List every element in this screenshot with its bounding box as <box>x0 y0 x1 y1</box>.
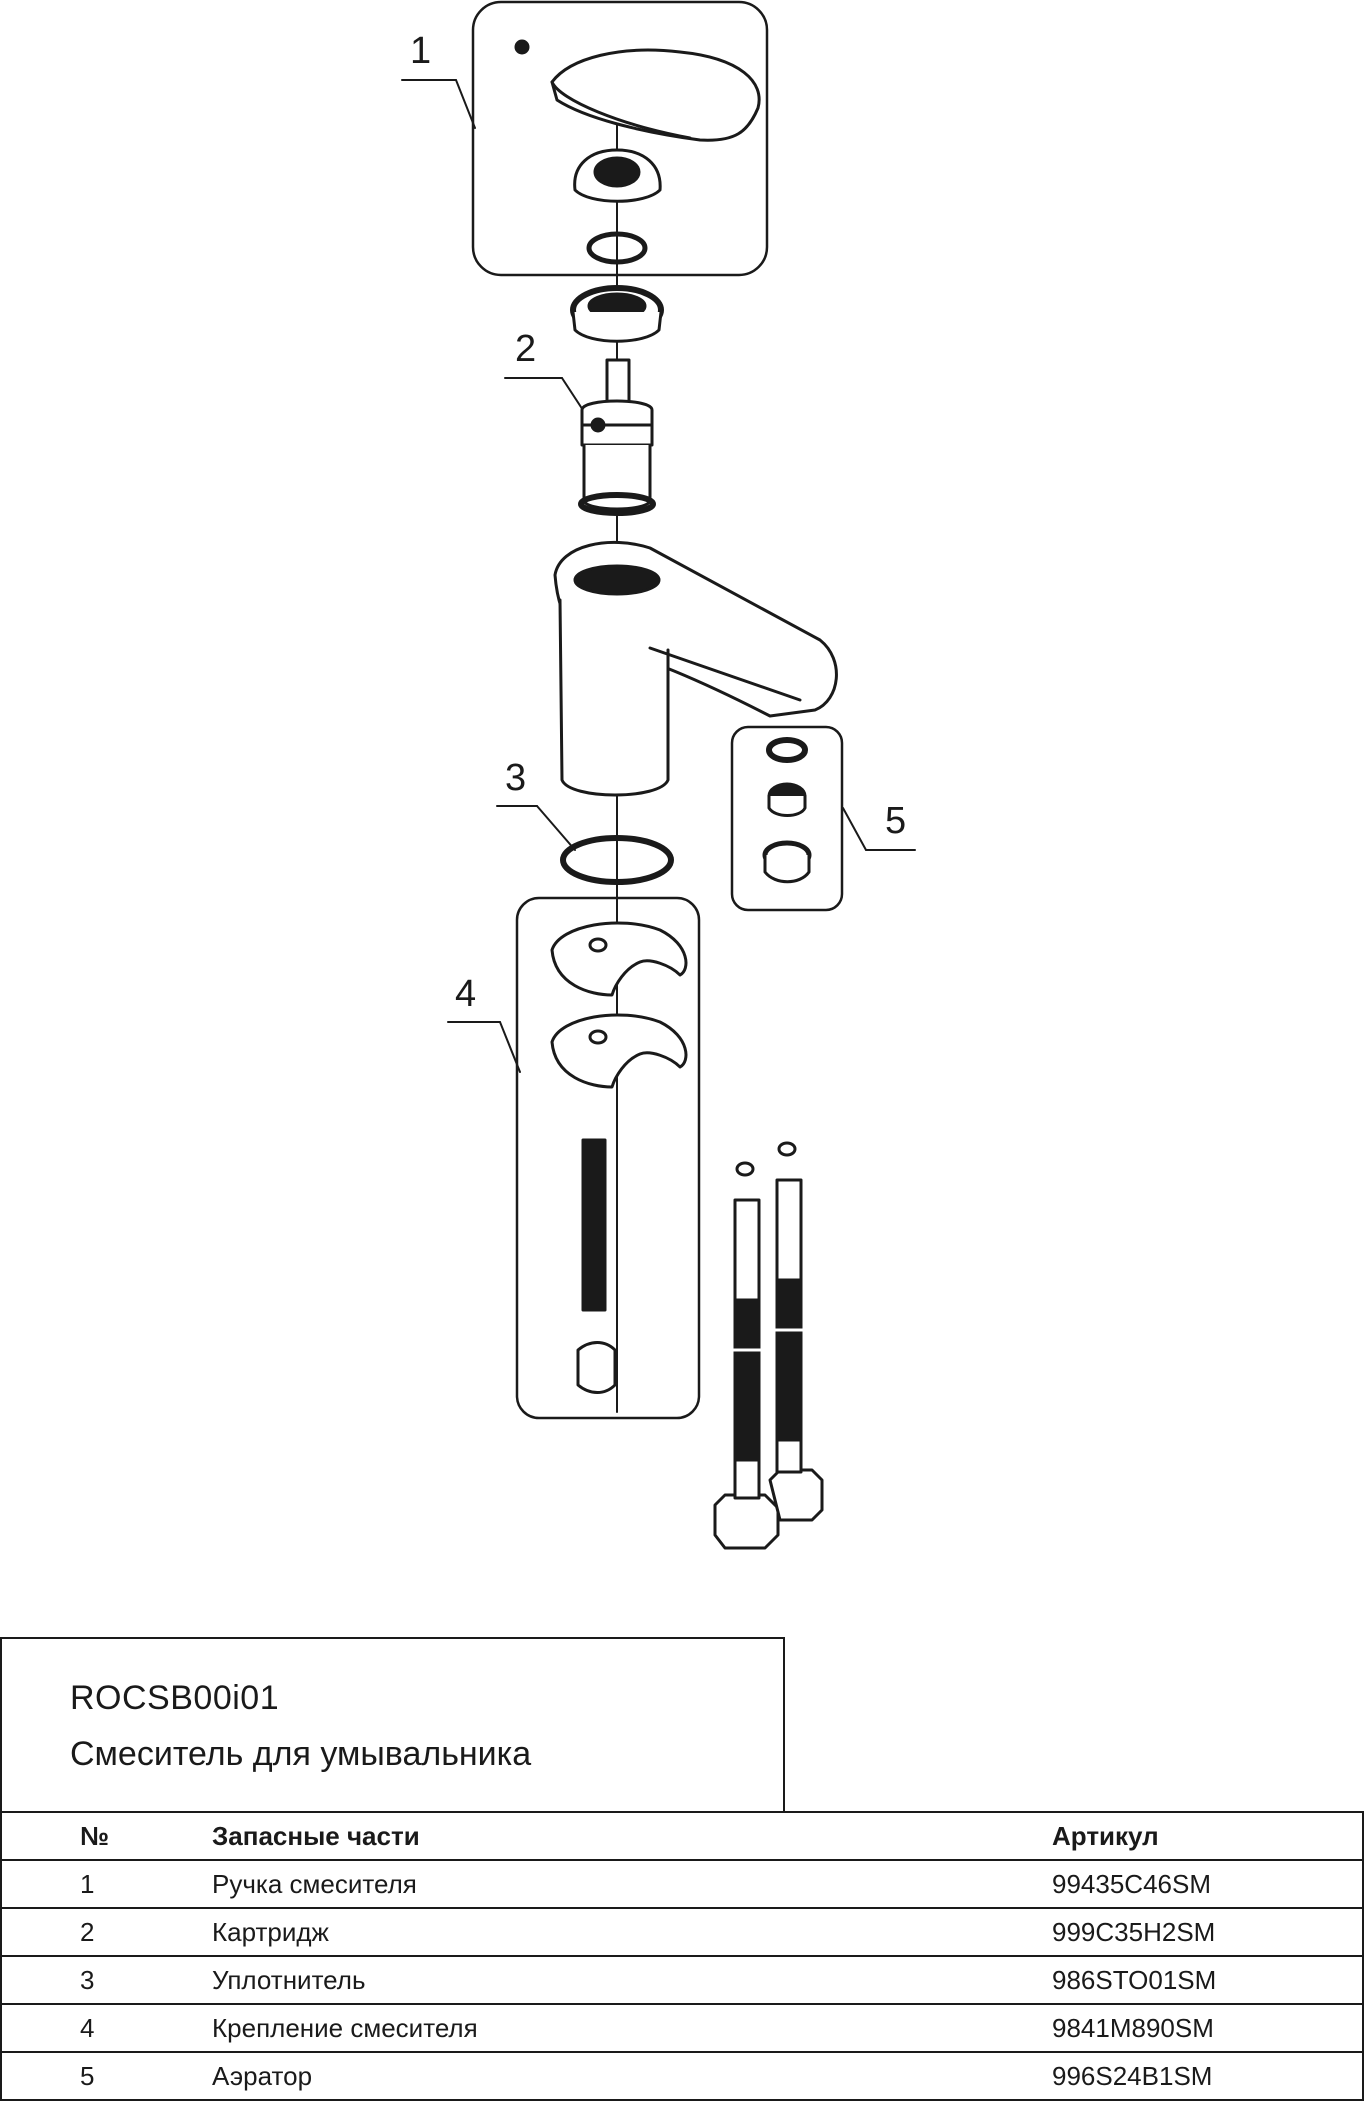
row-part-name: Аэратор <box>212 2051 1052 2101</box>
row-article: 999C35H2SM <box>1052 1907 1363 1957</box>
cartridge-nut <box>570 285 664 343</box>
row-number: 5 <box>1 2051 212 2101</box>
row-article: 9841M890SM <box>1052 2003 1363 2053</box>
row-number: 1 <box>1 1859 212 1909</box>
column-header-article: Артикул <box>1052 1811 1363 1861</box>
part-group-5-aerator <box>730 725 916 912</box>
table-row: 1 Ручка смесителя 99435C46SM <box>1 1859 1363 1909</box>
column-header-number: № <box>1 1811 212 1861</box>
row-part-name: Ручка смесителя <box>212 1859 1052 1909</box>
row-article: 986STO01SM <box>1052 1955 1363 2005</box>
callout-5: 5 <box>885 800 907 842</box>
part-group-3-seal <box>496 805 674 885</box>
table-row: 5 Аэратор 996S24B1SM <box>1 2051 1363 2101</box>
row-number: 3 <box>1 1955 212 2005</box>
callout-2: 2 <box>515 328 537 370</box>
part-group-4-mounting <box>447 896 701 1420</box>
table-row: 3 Уплотнитель 986STO01SM <box>1 1955 1363 2005</box>
part-group-1-handle <box>401 0 769 277</box>
product-name: Смеситель для умывальника <box>70 1735 532 1773</box>
title-block: ROCSB00i01 Смеситель для умывальника <box>0 1637 785 1812</box>
row-article: 996S24B1SM <box>1052 2051 1363 2101</box>
row-number: 4 <box>1 2003 212 2053</box>
spare-parts-table: № Запасные части Артикул 1 Ручка смесите… <box>0 1811 1364 2101</box>
row-part-name: Уплотнитель <box>212 1955 1052 2005</box>
faucet-body <box>553 541 838 797</box>
table-row: 4 Крепление смесителя 9841M890SM <box>1 2003 1363 2053</box>
supply-hoses <box>713 1141 824 1550</box>
table-header-row: № Запасные части Артикул <box>1 1811 1363 1861</box>
callout-3: 3 <box>505 757 527 799</box>
row-part-name: Крепление смесителя <box>212 2003 1052 2053</box>
callout-1: 1 <box>410 30 432 72</box>
part-group-2-cartridge <box>504 358 656 516</box>
exploded-diagram <box>401 0 916 1550</box>
callout-4: 4 <box>455 973 477 1015</box>
model-code: ROCSB00i01 <box>70 1679 280 1717</box>
row-number: 2 <box>1 1907 212 1957</box>
row-article: 99435C46SM <box>1052 1859 1363 1909</box>
row-part-name: Картридж <box>212 1907 1052 1957</box>
column-header-name: Запасные части <box>212 1811 1052 1861</box>
table-row: 2 Картридж 999C35H2SM <box>1 1907 1363 1957</box>
